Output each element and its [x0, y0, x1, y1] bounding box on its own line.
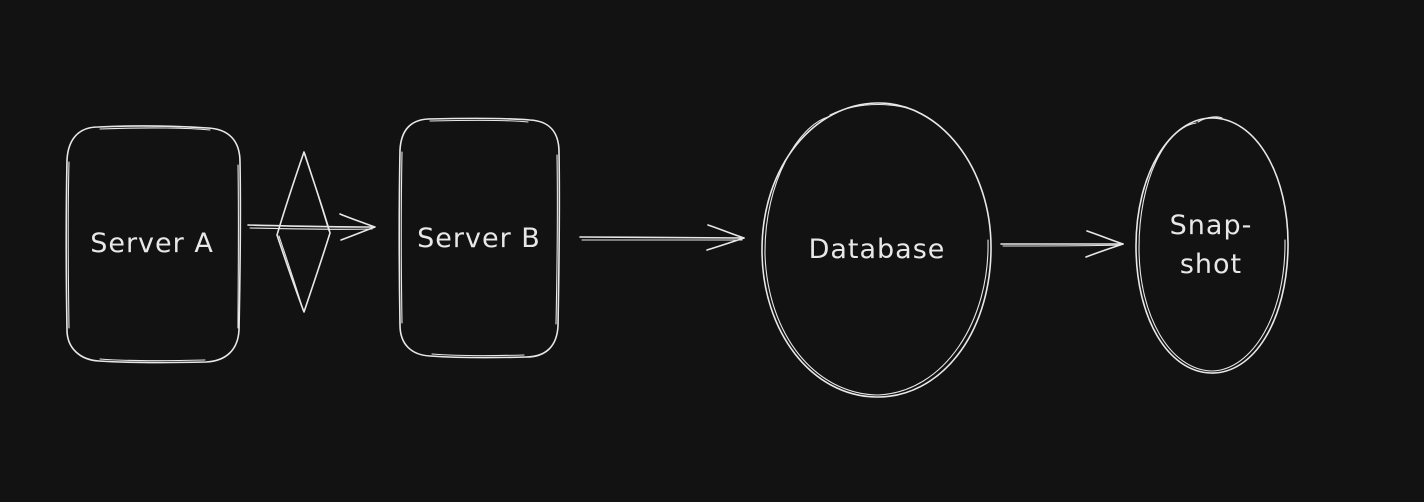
- snapshot-ellipse: [1135, 117, 1289, 374]
- arrow-a-b-shaft-overstroke: [249, 227, 373, 230]
- arrow-db-snap-shaft-overstroke: [1002, 244, 1122, 247]
- server-a-node[interactable]: Server A: [65, 125, 242, 364]
- snapshot-label-line2: shot: [1180, 249, 1242, 280]
- arrow-b-db-shaft: [579, 236, 745, 239]
- server-a-label: Server A: [90, 228, 214, 259]
- database-ellipse-overstroke: [764, 103, 989, 396]
- database-ellipse: [761, 102, 992, 398]
- arrow-database-to-snapshot: [1000, 230, 1124, 258]
- arrow-server-b-to-database: [579, 224, 745, 251]
- database-node[interactable]: Database: [761, 102, 992, 398]
- snapshot-label-line1: Snap-: [1170, 210, 1253, 241]
- arrow-b-db-head: [706, 224, 745, 251]
- arrow-server-a-to-server-b: [247, 213, 376, 241]
- arrow-a-b-head: [339, 213, 376, 241]
- arrow-a-b-shaft: [247, 224, 375, 228]
- diamond-shape: [276, 151, 331, 313]
- snapshot-node[interactable]: Snap- shot: [1135, 116, 1289, 374]
- diamond-outline: [276, 151, 331, 313]
- server-b-box-overstroke: [400, 119, 558, 357]
- diamond-overstroke: [278, 153, 330, 311]
- database-label: Database: [809, 234, 946, 265]
- server-b-node[interactable]: Server B: [398, 117, 561, 359]
- server-b-box: [398, 117, 561, 359]
- server-a-box-overstroke: [67, 127, 239, 362]
- server-b-label: Server B: [417, 223, 541, 254]
- server-a-box: [65, 125, 242, 364]
- snapshot-ellipse-overstroke: [1138, 116, 1286, 372]
- arrow-db-snap-head: [1085, 230, 1124, 258]
